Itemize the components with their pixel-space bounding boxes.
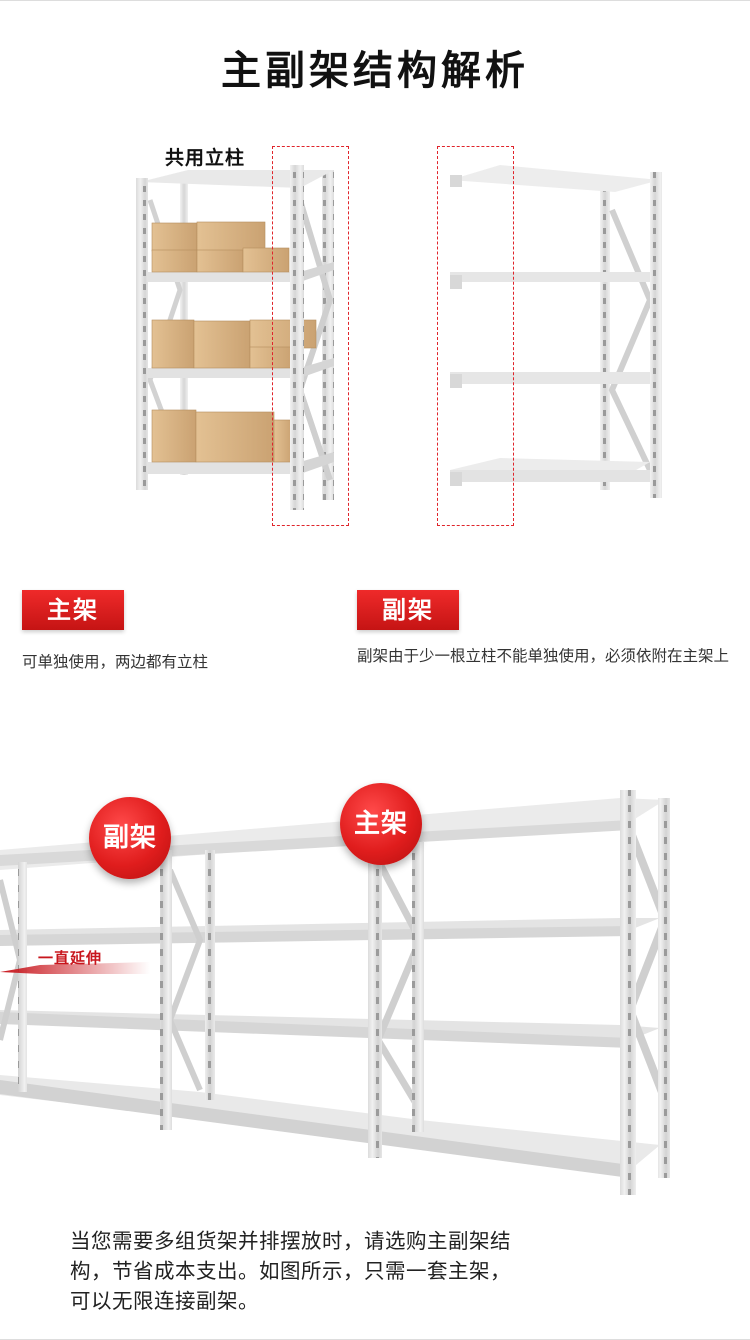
main-frame-tag: 主架 bbox=[22, 590, 124, 630]
shared-post-label: 共用立柱 bbox=[165, 147, 246, 169]
footer-description: 当您需要多组货架并排摆放时，请选购主副架结构，节省成本支出。如图所示，只需一套主… bbox=[70, 1229, 511, 1313]
sub-shelf-highlight-box bbox=[437, 146, 514, 526]
main-shelf-graphic bbox=[136, 165, 334, 510]
extend-label: 一直延伸 bbox=[38, 949, 103, 967]
page-title: 主副架结构解析 bbox=[221, 48, 529, 94]
top-border bbox=[0, 0, 750, 1]
main-frame-description: 可单独使用，两边都有立柱 bbox=[22, 653, 209, 671]
main-frame-badge: 主架 bbox=[340, 783, 422, 865]
sub-frame-description: 副架由于少一根立柱不能单独使用，必须依附在主架上 bbox=[357, 647, 730, 665]
sub-frame-tag: 副架 bbox=[357, 590, 459, 630]
extend-indicator: 一直延伸 bbox=[0, 943, 150, 975]
sub-shelf-graphic bbox=[450, 165, 662, 498]
shared-post-highlight-box bbox=[272, 146, 349, 526]
shelf-comparison-illustration bbox=[136, 165, 662, 510]
sub-frame-badge: 副架 bbox=[89, 797, 171, 879]
